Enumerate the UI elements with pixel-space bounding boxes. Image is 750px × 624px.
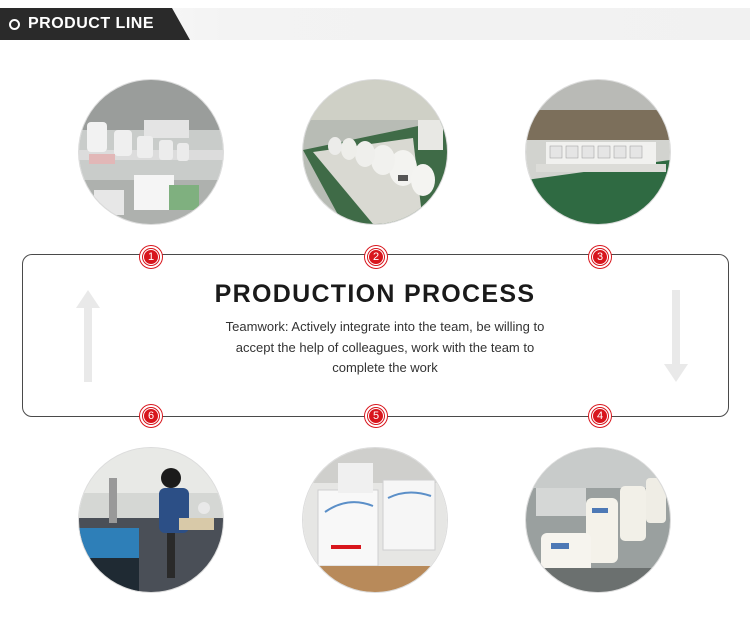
- step-number: 6: [143, 408, 159, 424]
- section-header: PRODUCT LINE: [0, 8, 190, 40]
- description-line: complete the work: [332, 360, 438, 375]
- warehouse-line-photo: [526, 80, 670, 224]
- finished-units-photo: [526, 448, 670, 592]
- step-number: 1: [143, 249, 159, 265]
- process-description: Teamwork: Actively integrate into the te…: [205, 317, 565, 379]
- step-badge-3: 3: [589, 246, 611, 268]
- step-badge-2: 2: [365, 246, 387, 268]
- process-box: [22, 254, 729, 417]
- description-line: accept the help of colleagues, work with…: [235, 339, 535, 355]
- up-arrow-icon: [76, 290, 100, 382]
- worker-assembly-photo: [79, 448, 223, 592]
- circle-dot-icon: [9, 18, 20, 30]
- step-badge-4: 4: [589, 405, 611, 427]
- down-arrow-icon: [664, 290, 688, 382]
- step-number: 5: [368, 408, 384, 424]
- assembly-room-photo: [79, 80, 223, 224]
- step-number: 4: [592, 408, 608, 424]
- step-number: 2: [368, 249, 384, 265]
- step-number: 3: [592, 249, 608, 265]
- production-line-photo: [303, 80, 447, 224]
- step-badge-1: 1: [140, 246, 162, 268]
- packed-units-photo: [303, 448, 447, 592]
- description-line: Teamwork: Actively integrate into the te…: [225, 319, 545, 334]
- step-badge-5: 5: [365, 405, 387, 427]
- process-title: PRODUCTION PROCESS: [214, 280, 536, 308]
- step-badge-6: 6: [140, 405, 162, 427]
- section-title: PRODUCT LINE: [28, 15, 154, 32]
